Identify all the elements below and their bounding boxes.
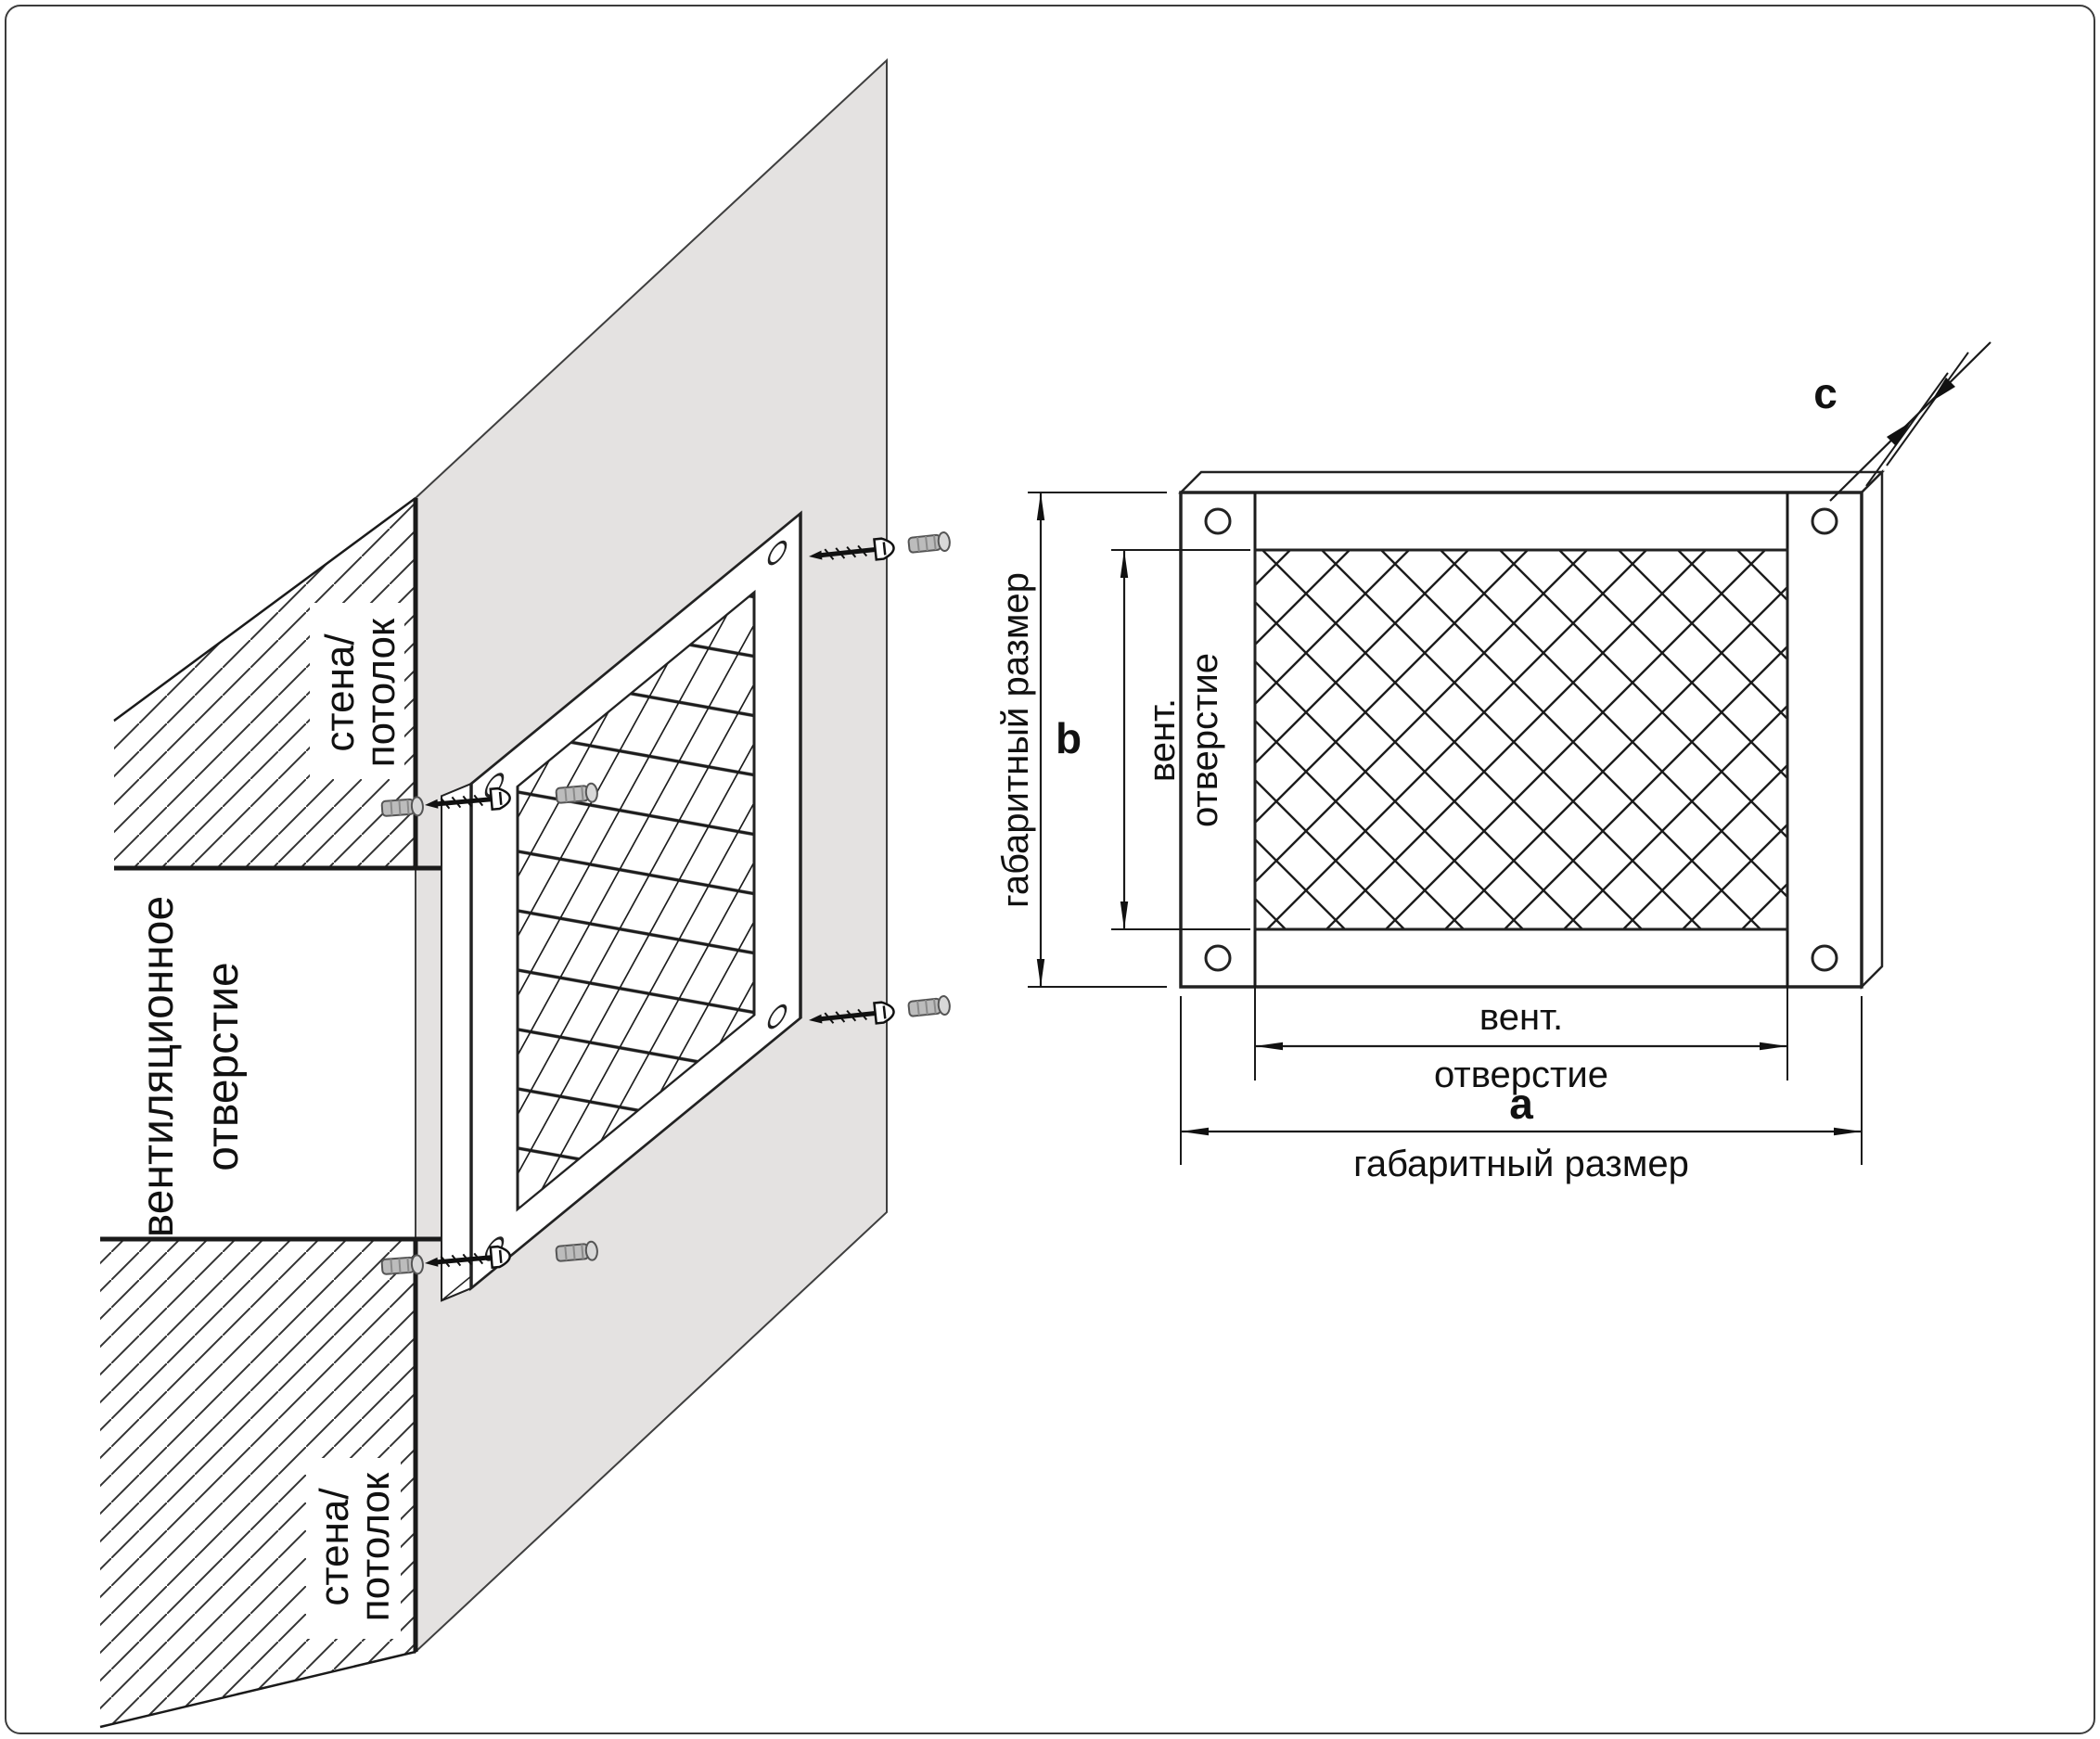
wall-ceiling-label-top-line1: стена/ [317, 633, 363, 752]
screw-hole [767, 1004, 788, 1029]
dim-a-caption: габаритный размер [1353, 1144, 1689, 1184]
grille-right-face [1860, 468, 1884, 991]
dimension-line [1829, 341, 1991, 502]
dim-vent-h-line2: отверстие [1434, 1055, 1608, 1095]
dimension-vent-horizontal: вент. отверстие [1254, 940, 1788, 1095]
wall-ceiling-label-top-line2: потолок [358, 618, 403, 767]
wall-section-edge-top [113, 496, 416, 722]
arrowhead [1887, 422, 1911, 446]
grille-lattice [516, 589, 756, 1212]
dimension-c: c [1813, 341, 1991, 502]
dim-a-letter: a [1509, 1080, 1533, 1128]
screw-hole [1204, 944, 1232, 972]
dimension-vent-vertical: вент. отверстие [1111, 549, 1250, 930]
dim-b-caption: габаритный размер [995, 572, 1036, 908]
vent-opening-label-line1: вентиляционное [134, 896, 183, 1237]
screw-hole [1811, 507, 1838, 535]
grille-perspective [441, 510, 802, 1302]
arrowhead [1931, 377, 1955, 402]
grille-top-face [1177, 470, 1886, 494]
label-backdrop [310, 603, 404, 779]
dimension-b: габаритный размер b [995, 492, 1167, 988]
dim-vent-v-line1: вент. [1142, 698, 1183, 782]
grille-lattice [1253, 548, 1789, 931]
label-backdrop [306, 1458, 401, 1639]
perspective-view: стена/ потолок стена/ потолок вентиляцио… [99, 58, 952, 1729]
wall-ceiling-label-bottom-line1: стена/ [312, 1488, 357, 1606]
wall-section-edge-bottom [99, 1650, 416, 1729]
vent-opening-label-line2: отверстие [198, 962, 248, 1170]
dim-b-letter: b [1056, 714, 1082, 762]
extension-line [1886, 352, 1969, 467]
front-view: габаритный размер b вент. отверстие вент… [995, 341, 1991, 1184]
dim-vent-v-line2: отверстие [1184, 653, 1225, 827]
dim-c-letter: c [1813, 369, 1838, 417]
wall-ceiling-label-bottom-line2: потолок [352, 1472, 398, 1621]
dim-vent-h-line1: вент. [1479, 997, 1563, 1038]
screw-hole [1811, 944, 1838, 972]
screw-hole [1204, 507, 1232, 535]
dimension-a: a габаритный размер [1180, 996, 1863, 1184]
extension-line [1865, 372, 1949, 487]
screw-hole [767, 540, 788, 566]
grille-side-face-left [441, 782, 472, 1302]
